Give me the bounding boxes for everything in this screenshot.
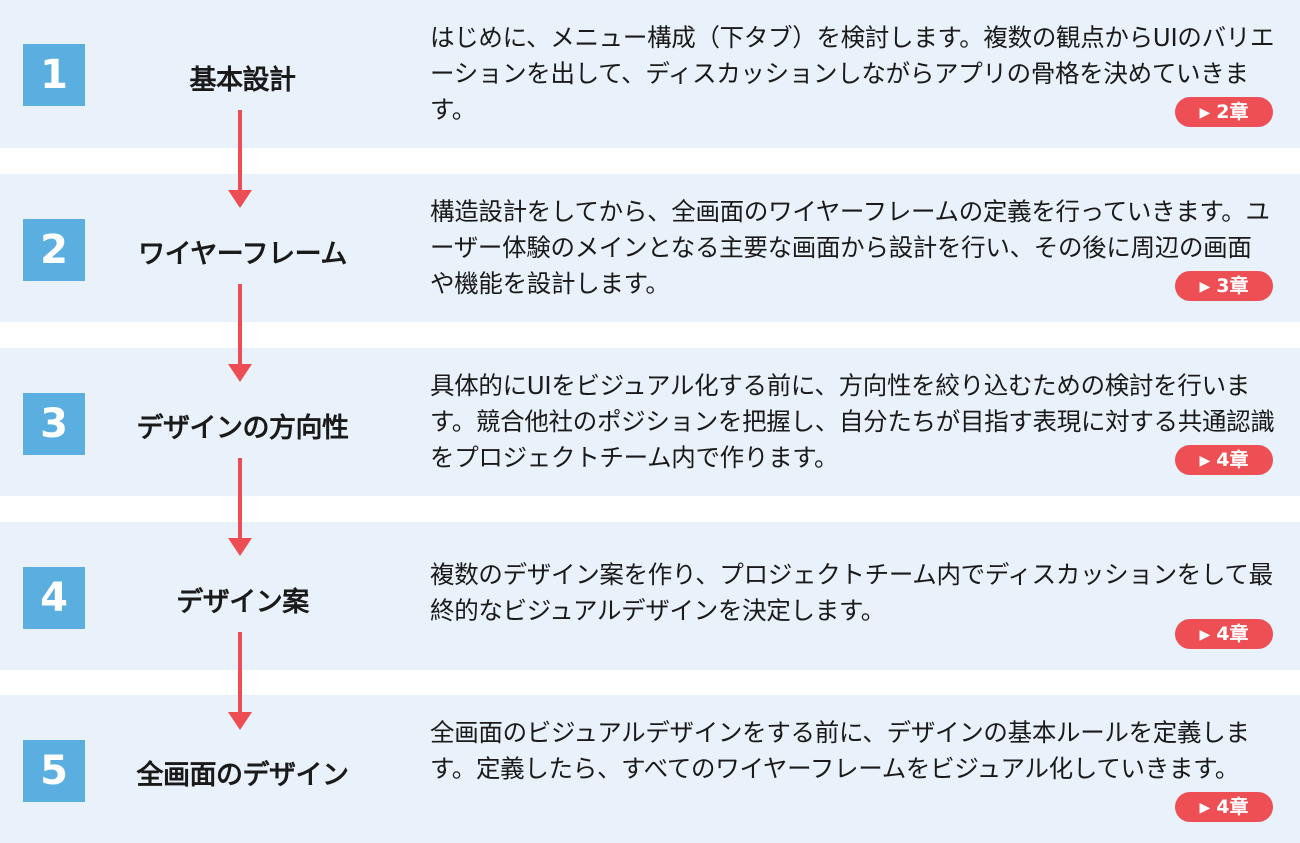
step-row-3: 3 デザインの方向性 具体的にUIをビジュアル化する前に、方向性を絞り込むための… <box>0 348 1300 496</box>
step-title: 全画面のデザイン <box>136 760 350 791</box>
play-triangle-icon: ▶ <box>1199 453 1211 469</box>
step-description: 全画面のビジュアルデザインをする前に、デザインの基本ルールを定義します。定義した… <box>430 718 1250 783</box>
step-title: デザイン案 <box>176 587 309 618</box>
step-number-box: 1 <box>23 44 85 106</box>
chapter-badge: ▶ 2章 <box>1175 97 1273 127</box>
chapter-badge: ▶ 4章 <box>1175 619 1273 649</box>
play-triangle-icon: ▶ <box>1199 800 1211 816</box>
step-title: ワイヤーフレーム <box>138 239 347 270</box>
step-row-2: 2 ワイヤーフレーム 構造設計をしてから、全画面のワイヤーフレームの定義を行って… <box>0 174 1300 322</box>
step-description: 構造設計をしてから、全画面のワイヤーフレームの定義を行っていきます。ユーザー体験… <box>430 197 1270 298</box>
chapter-badge: ▶ 4章 <box>1175 792 1273 822</box>
chapter-badge: ▶ 3章 <box>1175 271 1273 301</box>
step-description: 具体的にUIをビジュアル化する前に、方向性を絞り込むための検討を行います。競合他… <box>430 371 1275 472</box>
chapter-label: 4章 <box>1216 623 1249 645</box>
arrow-down-icon <box>228 110 252 208</box>
step-row-5: 5 全画面のデザイン 全画面のビジュアルデザインをする前に、デザインの基本ルール… <box>0 695 1300 843</box>
step-title: 基本設計 <box>189 65 297 96</box>
arrow-down-icon <box>228 632 252 730</box>
step-number-box: 3 <box>23 393 85 455</box>
step-title: デザインの方向性 <box>136 413 350 444</box>
step-row-4: 4 デザイン案 複数のデザイン案を作り、プロジェクトチーム内でディスカッションを… <box>0 522 1300 670</box>
step-number-box: 4 <box>23 567 85 629</box>
chapter-label: 4章 <box>1216 449 1249 471</box>
chapter-label: 3章 <box>1216 275 1249 297</box>
arrow-down-icon <box>228 458 252 556</box>
play-triangle-icon: ▶ <box>1199 105 1211 121</box>
step-number-box: 2 <box>23 219 85 281</box>
chapter-label: 4章 <box>1216 796 1249 818</box>
step-description: 複数のデザイン案を作り、プロジェクトチーム内でディスカッションをして最終的なビジ… <box>430 560 1273 625</box>
arrow-down-icon <box>228 284 252 382</box>
step-description: はじめに、メニュー構成（下タブ）を検討します。複数の観点からUIのバリエーション… <box>430 23 1275 124</box>
step-number-box: 5 <box>23 740 85 802</box>
chapter-badge: ▶ 4章 <box>1175 445 1273 475</box>
chapter-label: 2章 <box>1216 101 1249 123</box>
play-triangle-icon: ▶ <box>1199 627 1211 643</box>
step-row-1: 1 基本設計 はじめに、メニュー構成（下タブ）を検討します。複数の観点からUIの… <box>0 0 1300 148</box>
play-triangle-icon: ▶ <box>1199 279 1211 295</box>
